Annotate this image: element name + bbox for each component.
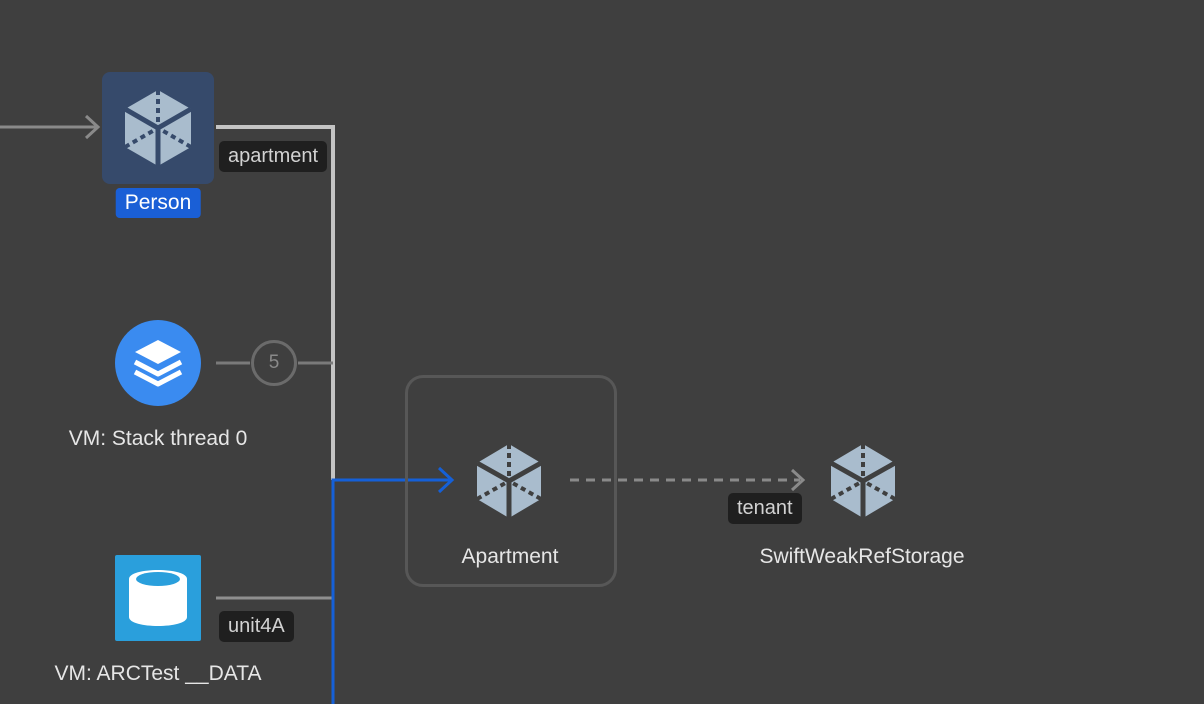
stack-layers-icon (133, 340, 183, 387)
node-label-swift-weak-ref-storage: SwiftWeakRefStorage (759, 545, 965, 568)
node-person[interactable] (102, 72, 214, 184)
node-apartment[interactable] (466, 438, 552, 524)
class-instance-icon (475, 444, 543, 518)
node-label-apartment: Apartment (461, 545, 559, 568)
highlighted-edge-apartment (331, 466, 455, 704)
node-label-stack-thread: VM: Stack thread 0 (68, 427, 248, 450)
node-swift-weak-ref-storage[interactable] (820, 438, 906, 524)
node-arctest-data[interactable] (115, 555, 201, 641)
class-instance-icon (829, 444, 897, 518)
edge-tenant-weak (570, 468, 806, 492)
database-icon (129, 570, 187, 626)
node-stack-thread[interactable] (115, 320, 201, 406)
class-instance-icon (123, 90, 193, 166)
edge-label-tenant: tenant (728, 493, 802, 524)
edge-label-apartment: apartment (219, 141, 328, 172)
node-label-person[interactable]: Person (115, 188, 201, 218)
reference-count-badge[interactable]: 5 (251, 340, 297, 386)
focused-node-frame (405, 375, 617, 587)
node-label-arctest-data: VM: ARCTest __DATA (54, 662, 262, 685)
edge-label-unit4a: unit4A (219, 611, 294, 642)
incoming-edge-person (0, 114, 101, 140)
